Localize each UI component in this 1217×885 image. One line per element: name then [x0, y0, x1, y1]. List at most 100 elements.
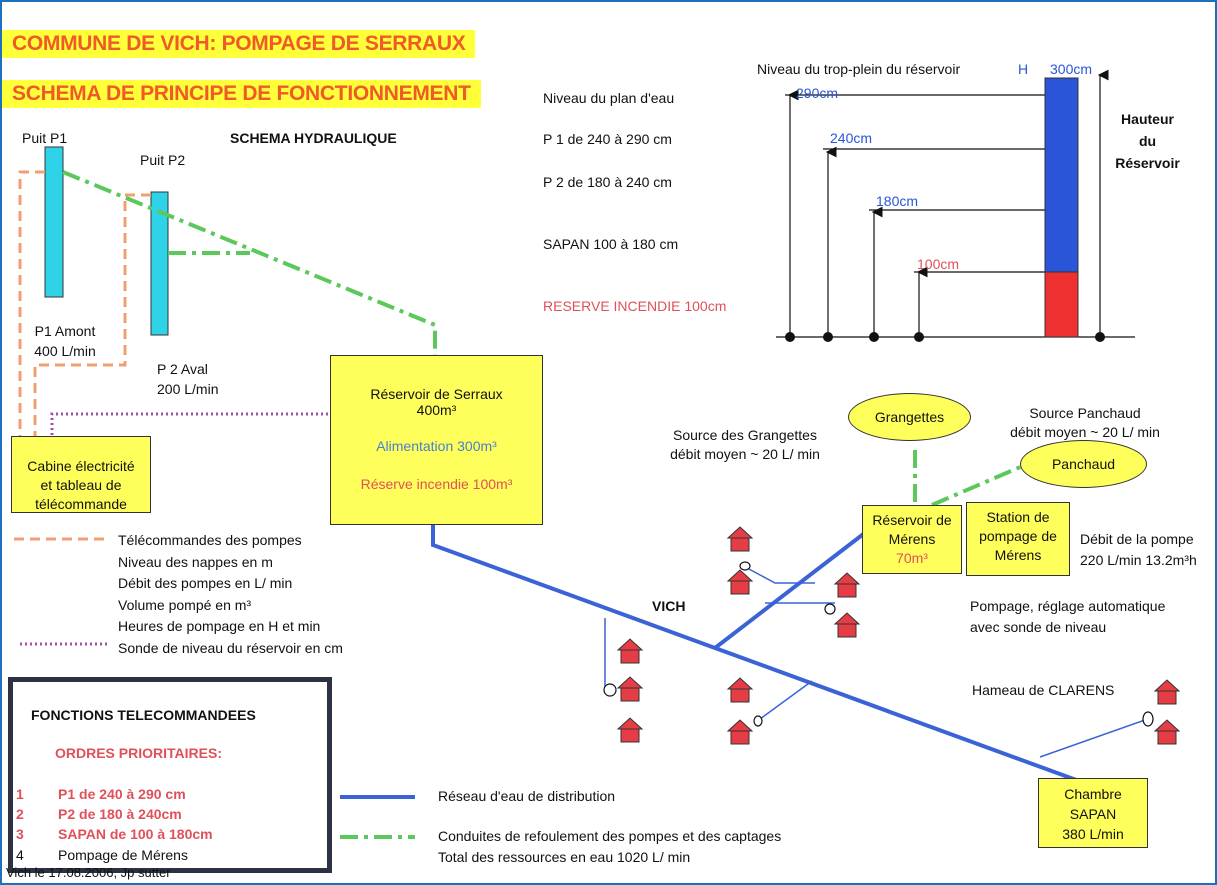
order-4-number: 4: [16, 847, 24, 863]
p1-range-label: P 1 de 240 à 290 cm: [543, 131, 672, 147]
source-panchaud-line-1: Source Panchaud: [1029, 405, 1141, 421]
well-p2: [150, 191, 169, 336]
footer-signature: Vich le 17.08.2006, Jp sutter: [6, 865, 171, 880]
order-item-3-text: SAPAN de 100 à 180cm: [58, 826, 213, 842]
pompage-auto-line-1: Pompage, réglage automatique: [970, 598, 1166, 614]
vich-label: VICH: [652, 598, 686, 614]
valves: [603, 561, 1154, 727]
station-merens-line-1: Station de: [986, 509, 1050, 525]
reservoir-volume: 400m³: [416, 402, 457, 419]
p1-amont-label: P1 Amont 400 L/min: [30, 323, 100, 359]
pompage-auto-line-2: avec sonde de niveau: [970, 619, 1107, 635]
chambre-sapan-box: Chambre SAPAN 380 L/min: [1038, 778, 1148, 848]
chambre-line-2: SAPAN: [1069, 806, 1117, 822]
legend-debit-pompes: Débit des pompes en L/ min: [118, 575, 293, 591]
mark-290: 290cm: [796, 85, 839, 101]
cabine-electricite-box: Cabine électricité et tableau de télécom…: [11, 436, 151, 513]
pompage-auto-label: Pompage, réglage automatique avec sonde …: [970, 596, 1165, 638]
cabin-line-2: et tableau de: [40, 477, 122, 493]
debit-pompe-line-1: Débit de la pompe: [1080, 531, 1194, 547]
level-diagram: [776, 69, 1135, 342]
cabin-line-3: télécommande: [35, 496, 127, 512]
p2-aval-text: P 2 Aval: [157, 361, 208, 377]
legend-heures-pompage: Heures de pompage en H et min: [118, 618, 321, 634]
source-grangettes-line-2: débit moyen ~ 20 L/ min: [670, 446, 820, 463]
hauteur-line-2: du: [1138, 133, 1157, 149]
hauteur-line-3: Réservoir: [1115, 155, 1180, 171]
order-item-2-text: P2 de 180 à 240cm: [58, 806, 182, 822]
branch-pipes: [604, 567, 1146, 758]
mark-100: 100cm: [917, 256, 960, 272]
grangettes-source: Grangettes: [848, 393, 971, 441]
order-item-3: 3: [16, 826, 24, 842]
clarens-label: Hameau de CLARENS: [972, 682, 1115, 698]
legend-telecommandes: Télécommandes des pompes: [118, 532, 302, 548]
well-p2-label: Puit P2: [140, 152, 186, 168]
reservoir-serraux-box: Réservoir de Serraux 400m³ Alimentation …: [330, 355, 543, 525]
source-grangettes-line-1: Source des Grangettes: [673, 427, 817, 443]
order-1-number: 1: [16, 786, 24, 802]
legend-sonde-niveau: Sonde de niveau du réservoir en cm: [118, 639, 343, 656]
order-2-number: 2: [16, 806, 24, 822]
reservoir-merens-line-1: Réservoir de: [872, 512, 952, 528]
station-merens-line-2: pompage de: [979, 528, 1057, 544]
p2-aval-label: P 2 Aval 200 L/min: [157, 361, 218, 397]
reservoir-alimentation: Alimentation 300m³: [376, 438, 497, 455]
mark-180: 180cm: [876, 193, 919, 209]
legend-niveau-nappes: Niveau des nappes en m: [118, 553, 273, 570]
telecommand-lines: [14, 170, 151, 541]
order-3-number: 3: [16, 826, 24, 842]
title-schema: SCHEMA DE PRINCIPE DE FONCTIONNEMENT: [2, 80, 481, 108]
reserve-incendie-label: RESERVE INCENDIE 100cm: [543, 298, 727, 314]
h-label: H: [1018, 61, 1029, 77]
fonctions-title: FONCTIONS TELECOMMANDEES: [31, 707, 256, 723]
reservoir-merens-line-2: Mérens: [888, 531, 936, 547]
overflow-level-label: Niveau du trop-plein du réservoir: [757, 61, 961, 77]
source-panchaud-line-2: débit moyen ~ 20 L/ min: [1010, 424, 1160, 441]
order-item-1: 1: [16, 786, 24, 802]
well-p1-label: Puit P1: [22, 130, 68, 146]
p1-amont-text: P1 Amont: [34, 323, 96, 339]
refoulement-lines: [62, 170, 1026, 839]
sapan-range-label: SAPAN 100 à 180 cm: [543, 236, 679, 252]
source-grangettes-label: Source des Grangettes débit moyen ~ 20 L…: [645, 427, 845, 462]
orange-legend-text: Télécommandes des pompes Niveau des napp…: [118, 530, 343, 659]
p1-flow-text: 400 L/min: [34, 343, 96, 360]
order-item-2: 2: [16, 806, 24, 822]
hauteur-line-1: Hauteur: [1121, 111, 1174, 127]
order-item-4-text: Pompage de Mérens: [58, 847, 188, 863]
reservoir-reserve-incendie: Réserve incendie 100m³: [360, 476, 513, 493]
distribution-network: [340, 525, 1091, 799]
schema-hydraulique-heading: SCHEMA HYDRAULIQUE: [230, 130, 397, 146]
well-p1: [44, 146, 64, 298]
mark-240: 240cm: [830, 130, 873, 146]
station-merens-line-3: Mérens: [994, 547, 1042, 563]
reservoir-blue-column: [1044, 77, 1079, 273]
title-commune: COMMUNE DE VICH: POMPAGE DE SERRAUX: [2, 30, 476, 58]
order-item-1-text: P1 de 240 à 290 cm: [58, 786, 186, 802]
reservoir-merens-box: Réservoir de Mérens 70m³: [862, 505, 962, 574]
hauteur-reservoir-label: Hauteur du Réservoir: [1105, 108, 1190, 174]
source-panchaud-label: Source Panchaud débit moyen ~ 20 L/ min: [985, 405, 1185, 440]
p2-range-label: P 2 de 180 à 240 cm: [543, 174, 672, 190]
legend-volume-pompe: Volume pompé en m³: [118, 596, 252, 613]
station-merens-box: Station de pompage de Mérens: [966, 502, 1070, 576]
chambre-line-3: 380 L/min: [1062, 826, 1124, 842]
legend-distribution: Réseau d'eau de distribution: [438, 788, 616, 804]
plan-eau-label: Niveau du plan d'eau: [543, 90, 675, 106]
legend-total: Total des ressources en eau 1020 L/ min: [438, 849, 691, 865]
p2-flow-text: 200 L/min: [157, 381, 219, 398]
reservoir-merens-volume: 70m³: [896, 550, 928, 566]
cabin-line-1: Cabine électricité: [27, 458, 135, 474]
debit-pompe-label: Débit de la pompe 220 L/min 13.2m³h: [1080, 529, 1197, 571]
reservoir-red-column: [1044, 271, 1079, 338]
ordres-prioritaires-title: ORDRES PRIORITAIRES:: [55, 745, 222, 761]
debit-pompe-line-2: 220 L/min 13.2m³h: [1080, 552, 1197, 568]
panchaud-source: Panchaud: [1020, 440, 1147, 488]
fonctions-telecommandees-panel: FONCTIONS TELECOMMANDEES ORDRES PRIORITA…: [8, 677, 332, 873]
order-item-4: 4: [16, 847, 24, 863]
legend-refoulement: Conduites de refoulement des pompes et d…: [438, 828, 782, 844]
h-value-label: 300cm: [1050, 61, 1093, 77]
